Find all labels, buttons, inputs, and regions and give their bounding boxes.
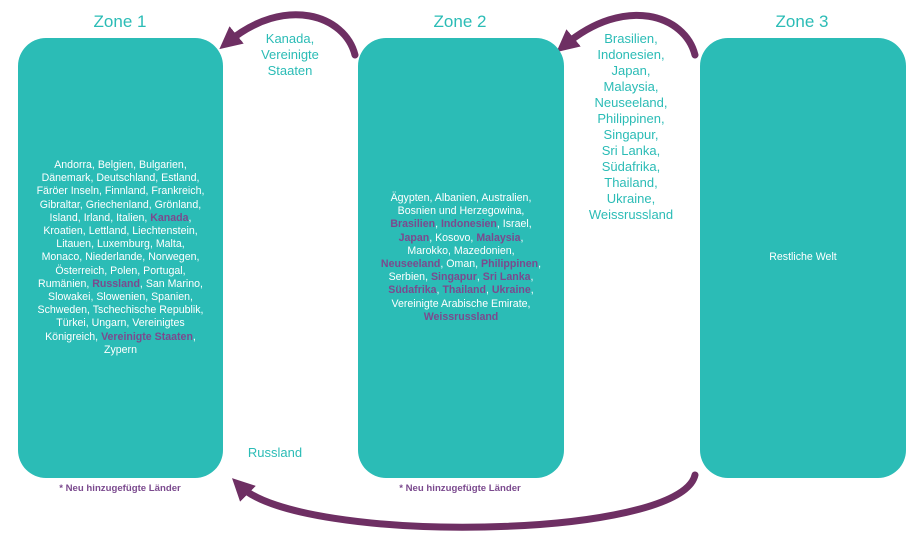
country-item: Deutschland — [96, 172, 156, 185]
country-item: Polen — [110, 264, 138, 277]
country-item: Italien — [116, 211, 145, 224]
zone3-title: Zone 3 — [775, 12, 829, 31]
country-item: Lettland — [88, 224, 127, 237]
moved-to-zone1-label: Kanada, Vereinigte Staaten — [261, 31, 319, 78]
country-item: Malaysia — [476, 231, 521, 244]
country-item: Ungarn — [91, 317, 127, 330]
country-item: Griechenland — [85, 198, 149, 211]
zone2-footnote: * Neu hinzugefügte Länder — [399, 483, 521, 494]
country-item: Vereinigtes Königreich — [45, 317, 185, 343]
arrow-zone2-to-zone1 — [219, 11, 359, 59]
country-item: Finnland — [104, 185, 146, 198]
country-item: Grönland — [154, 198, 199, 211]
country-item: Tschechische Republik — [92, 304, 201, 317]
country-item: Dänemark — [41, 172, 91, 185]
country-item: Philippinen — [481, 258, 539, 270]
country-item: Brasilien — [390, 218, 436, 231]
moved-russia-label: Russland — [247, 445, 303, 460]
country-item: Andorra — [54, 158, 92, 171]
country-item: Belgien — [97, 158, 134, 171]
zone3-country-list: Restliche Welt — [769, 251, 837, 264]
country-item: Vereinigte Arabische Emirate — [391, 297, 528, 310]
arrow-zone3-to-zone2 — [556, 11, 699, 59]
country-item: Ägypten — [390, 191, 430, 204]
country-item: Vereinigte Staaten — [101, 330, 193, 343]
country-item: Schweden — [37, 304, 88, 317]
moved-to-zone2-label: Brasilien, Indonesien, Japan, Malaysia, … — [588, 31, 674, 222]
country-item: Frankreich — [151, 185, 202, 198]
country-item: Sri Lanka — [482, 271, 531, 284]
country-item: Österreich — [55, 264, 105, 277]
country-item: Singapur — [430, 271, 477, 284]
country-item: Restliche Welt — [769, 251, 837, 264]
country-item: Norwegen — [148, 251, 197, 264]
country-item: Slowakei — [48, 291, 91, 303]
country-item: Japan — [398, 231, 430, 244]
country-item: Kanada — [150, 211, 189, 224]
country-item: Färöer Inseln — [36, 185, 99, 198]
zone1-footnote: * Neu hinzugefügte Länder — [59, 483, 181, 494]
zone1-country-list: Andorra, Belgien, Bulgarien, Dänemark, D… — [36, 158, 205, 356]
country-item: Neuseeland — [380, 258, 441, 270]
country-item: Kosovo — [435, 231, 471, 244]
country-item: San Marino — [145, 277, 200, 290]
zone1-box: Andorra, Belgien, Bulgarien, Dänemark, D… — [18, 38, 223, 478]
country-item: Estland — [161, 172, 197, 185]
country-item: Thailand — [442, 284, 486, 297]
country-item: Marokko — [407, 244, 449, 257]
country-item: Israel — [502, 218, 529, 231]
country-item: Niederlande — [85, 251, 143, 264]
country-item: Weissrussland — [423, 310, 499, 323]
country-item: Bosnien und Herzegowina — [397, 205, 522, 218]
country-item: Litauen — [56, 238, 92, 251]
country-item: Bulgarien — [139, 158, 184, 171]
zone2-title: Zone 2 — [433, 12, 487, 31]
country-item: Oman — [446, 258, 476, 270]
country-item: Indonesien — [440, 218, 497, 231]
country-item: Ukraine — [491, 284, 531, 297]
country-item: Irland — [83, 211, 111, 224]
country-item: Albanien — [434, 191, 477, 204]
zone1-title: Zone 1 — [93, 12, 147, 31]
zone2-country-list: Ägypten, Albanien, Australien, Bosnien u… — [380, 191, 542, 323]
country-item: Mazedonien — [453, 244, 512, 257]
country-item: Kroatien — [43, 224, 83, 237]
country-item: Rumänien — [38, 277, 87, 290]
zone2-box: Ägypten, Albanien, Australien, Bosnien u… — [358, 38, 564, 478]
country-item: Luxemburg — [96, 238, 150, 251]
arrow-zone3-to-zone1 — [231, 471, 699, 531]
country-item: Südafrika — [388, 284, 437, 297]
country-item: Malta — [155, 238, 182, 251]
country-item: Monaco — [41, 251, 80, 264]
country-item: Türkei — [56, 317, 86, 330]
country-item: Spanien — [151, 291, 190, 303]
country-item: Liechtenstein — [132, 224, 195, 237]
country-item: Island — [49, 211, 78, 224]
country-item: Serbien — [388, 271, 426, 284]
country-item: Slowenien — [96, 291, 146, 303]
country-item: Gibraltar — [39, 198, 80, 211]
country-item: Portugal — [143, 264, 183, 277]
zone3-box: Restliche Welt — [700, 38, 906, 478]
country-item: Russland — [92, 277, 140, 290]
country-item: Zypern — [104, 343, 137, 356]
country-item: Australien — [481, 191, 529, 204]
